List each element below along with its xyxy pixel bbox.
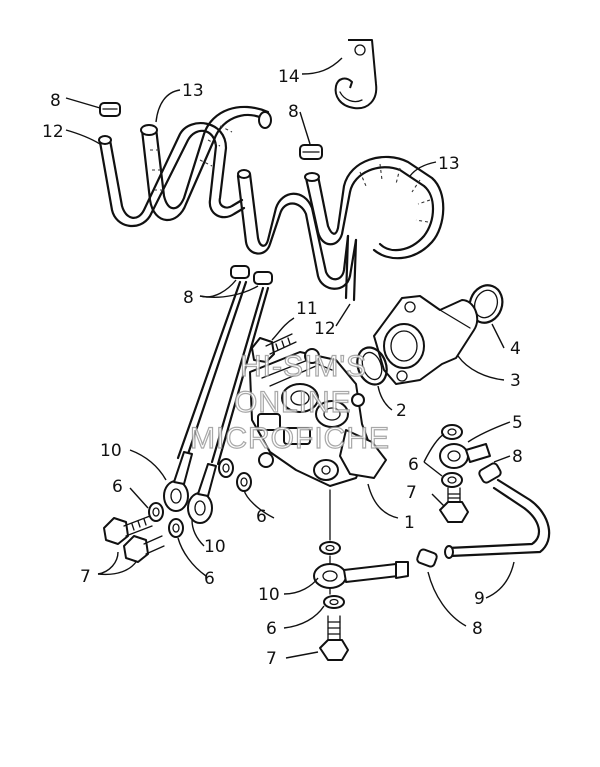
callout-numbers: 14 13 8 12 8 13 8 11 12 4 3 2 5 10 6 8 6… [42,67,523,669]
part-7-bolt-left-b [123,535,165,563]
part-12-tube-left [98,121,246,227]
callout-6-right: 6 [408,455,419,475]
callout-2: 2 [396,401,407,421]
part-5-banjo-fitting [439,443,491,469]
part-6-washer-e [441,424,463,488]
callout-7-right: 7 [406,483,417,503]
part-4-o-ring [468,284,504,324]
callout-6-left: 6 [112,477,123,497]
part-10-banjo-left-b [187,463,217,524]
callout-5: 5 [512,413,523,433]
part-3-flange [373,295,479,385]
callout-9: 9 [474,589,485,609]
part-8-clamp-e [416,548,438,568]
callout-1: 1 [404,513,415,533]
part-8-clamp-a [99,102,121,117]
callout-6-center: 6 [256,507,267,527]
callout-14: 14 [278,67,300,87]
part-13-hose-right [304,155,445,260]
callout-4: 4 [510,339,521,359]
callout-10-upper-left: 10 [100,441,122,461]
part-2-o-ring [356,346,388,386]
callout-11: 11 [296,299,318,319]
part-7-bolt-left-a [103,515,153,545]
part-8-clamp-b [299,144,323,160]
part-11-bolt [251,333,297,363]
callout-10-bottom: 10 [258,585,280,605]
part-13-hose-left [140,105,272,222]
callout-7-left: 7 [80,567,91,587]
part-10-banjo-left-a [163,451,193,512]
watermark: HI-SIM'S ONLINE MICROFICHE [189,349,390,455]
part-6-washer-b [168,518,184,538]
part-7-bolt-bottom [319,615,349,661]
part-10-banjo-bottom [313,561,409,589]
part-6-washer-c [218,458,252,492]
part-14-clip [334,39,378,110]
part-8-clamp-c [230,265,273,285]
callout-6-bottom: 6 [266,619,277,639]
part-9-hose [444,478,551,559]
callout-10-lower-left: 10 [204,537,226,557]
callout-13-left: 13 [182,81,204,101]
callout-8-right: 8 [512,447,523,467]
watermark-line-1: HI-SIM'S [240,350,367,383]
callout-8-top-center: 8 [288,102,299,122]
callout-8-center: 8 [183,288,194,308]
callout-3: 3 [510,371,521,391]
part-6-washer-a [148,502,164,522]
pump-lines [176,280,270,466]
part-1-oil-pump [249,348,387,487]
part-6-washer-f [323,595,345,609]
watermark-line-3: MICROFICHE [190,422,390,455]
watermark-line-2: ONLINE [234,386,352,419]
part-7-bolt-right [439,487,469,523]
callout-13-right: 13 [438,154,460,174]
callout-12-left: 12 [42,122,64,142]
part-6-washer-d [319,541,341,555]
part-12-tube-center [236,169,358,302]
callout-6-lower-left: 6 [204,569,215,589]
part-8-clamp-d [478,462,502,484]
callout-7-bottom: 7 [266,649,277,669]
callout-8-bottom: 8 [472,619,483,639]
leader-lines [65,57,515,659]
callout-12-center: 12 [314,319,336,339]
callout-8-top-left: 8 [50,91,61,111]
